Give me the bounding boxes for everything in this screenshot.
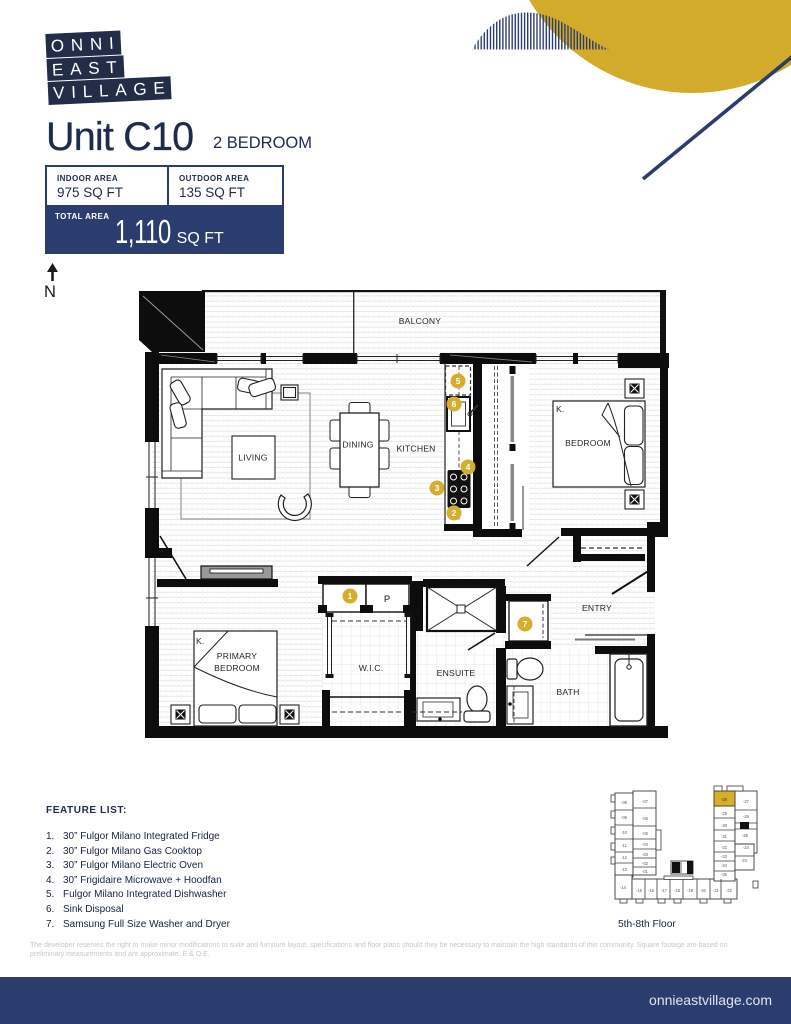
svg-text:-18: -18: [674, 888, 681, 893]
svg-text:-22: -22: [726, 888, 733, 893]
svg-text:N: N: [44, 283, 56, 300]
svg-text:BEDROOM: BEDROOM: [565, 438, 611, 448]
svg-text:-11: -11: [621, 843, 627, 848]
svg-text:-27: -27: [743, 799, 750, 804]
svg-text:-24: -24: [743, 845, 750, 850]
svg-text:-17: -17: [661, 888, 668, 893]
svg-text:PRIMARY: PRIMARY: [217, 651, 257, 661]
svg-text:4: 4: [466, 462, 471, 472]
svg-text:-02: -02: [642, 861, 649, 866]
svg-text:-31: -31: [721, 834, 728, 839]
svg-text:P: P: [384, 594, 390, 605]
svg-text:5: 5: [456, 376, 461, 386]
svg-text:7: 7: [523, 619, 528, 629]
svg-text:-12: -12: [621, 855, 628, 860]
svg-text:K.: K.: [196, 636, 204, 646]
svg-text:-05: -05: [642, 831, 649, 836]
svg-text:-32: -32: [721, 845, 728, 850]
svg-text:-34: -34: [721, 863, 728, 868]
svg-text:-10: -10: [621, 830, 628, 835]
svg-text:-09: -09: [621, 815, 628, 820]
svg-text:KITCHEN: KITCHEN: [396, 444, 435, 454]
svg-text:-26: -26: [743, 814, 750, 819]
svg-text:-15: -15: [636, 888, 643, 893]
svg-text:BATH: BATH: [556, 687, 579, 697]
svg-text:ENSUITE: ENSUITE: [437, 668, 476, 678]
svg-text:ENTRY: ENTRY: [582, 603, 612, 613]
svg-text:-19: -19: [687, 888, 694, 893]
svg-text:DINING: DINING: [342, 440, 373, 450]
svg-text:-33: -33: [721, 854, 728, 859]
svg-text:1: 1: [348, 591, 353, 601]
svg-text:-21: -21: [713, 888, 720, 893]
svg-text:-23: -23: [741, 858, 748, 863]
svg-text:-13: -13: [621, 867, 628, 872]
svg-text:K.: K.: [556, 404, 564, 414]
svg-text:3: 3: [435, 483, 440, 493]
svg-text:-35: -35: [721, 872, 728, 877]
svg-text:6: 6: [452, 399, 457, 409]
svg-text:-14: -14: [620, 885, 627, 890]
svg-text:-06: -06: [642, 816, 649, 821]
svg-text:-30: -30: [721, 823, 728, 828]
svg-text:BALCONY: BALCONY: [399, 316, 442, 326]
svg-text:W.I.C.: W.I.C.: [359, 663, 384, 673]
svg-text:-28: -28: [721, 797, 728, 802]
svg-text:-25: -25: [742, 833, 749, 838]
svg-text:-08: -08: [621, 800, 628, 805]
svg-text:-04: -04: [642, 842, 649, 847]
svg-text:-29: -29: [721, 811, 728, 816]
svg-text:-01: -01: [642, 869, 649, 874]
svg-text:-07: -07: [642, 799, 649, 804]
svg-text:2: 2: [452, 508, 457, 518]
svg-text:LIVING: LIVING: [238, 453, 267, 463]
svg-text:-20: -20: [700, 888, 707, 893]
svg-text:-16: -16: [648, 888, 655, 893]
svg-text:-03: -03: [642, 852, 649, 857]
svg-text:BEDROOM: BEDROOM: [214, 663, 260, 673]
